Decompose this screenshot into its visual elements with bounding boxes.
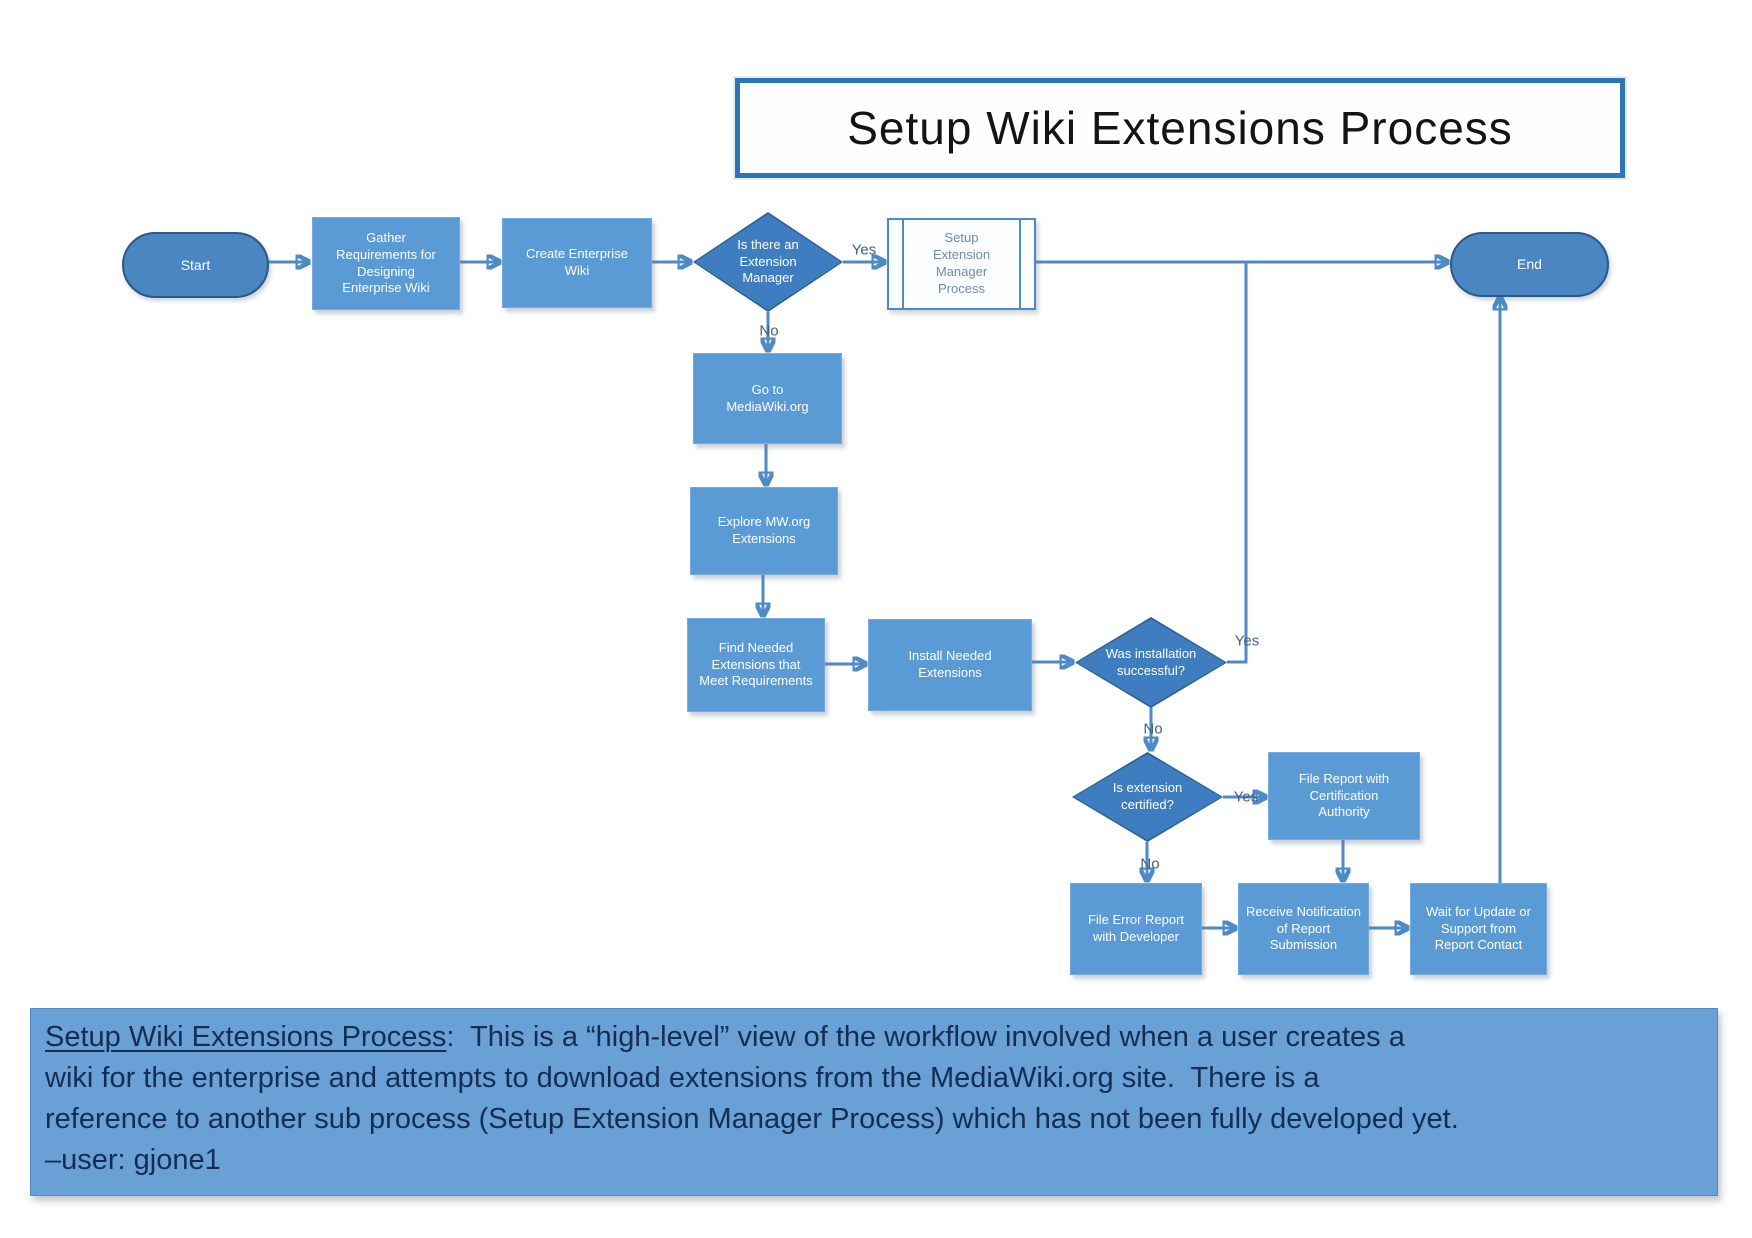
decision-extension-certified: Is extension certified? [1072,752,1223,842]
branch-label-yes-1: Yes [851,241,877,259]
subprocess-setup-extension-manager: Setup Extension Manager Process [887,218,1036,310]
caption-line-3: reference to another sub process (Setup … [45,1103,1459,1135]
branch-label-no-3: No [1140,855,1160,873]
process-goto-mediawiki: Go to MediaWiki.org [693,353,842,444]
process-create-enterprise-wiki: Create Enterprise Wiki [502,218,652,308]
connector-decision2-yes-to-endline [1227,262,1248,664]
end-terminator: End [1450,232,1609,297]
decision-extension-manager-label: Is there an Extension Manager [695,214,841,310]
process-gather-requirements: Gather Requirements for Designing Enterp… [312,217,460,310]
caption-line-1: Setup Wiki Extensions Process: This is a… [45,1017,1703,1058]
process-install-extensions: Install Needed Extensions [868,619,1032,711]
branch-label-yes-2: Yes [1234,632,1260,650]
caption-line-2: wiki for the enterprise and attempts to … [45,1062,1320,1094]
process-file-error-report: File Error Report with Developer [1070,883,1202,975]
decision-extension-manager: Is there an Extension Manager [693,212,843,312]
start-terminator: Start [122,232,269,298]
caption-line-1-rest: : This is a “high-level” view of the wor… [446,1021,1405,1053]
decision-installation-successful-label: Was installation successful? [1077,619,1225,706]
diagram-title: Setup Wiki Extensions Process [847,102,1513,154]
diagram-title-box: Setup Wiki Extensions Process [735,78,1625,178]
caption-line-4: –user: gjone1 [45,1144,221,1176]
process-wait-for-update: Wait for Update or Support from Report C… [1410,883,1547,975]
decision-installation-successful: Was installation successful? [1075,617,1227,708]
branch-label-no-1: No [759,322,779,340]
process-receive-notification: Receive Notification of Report Submissio… [1238,883,1369,975]
branch-label-no-2: No [1143,720,1163,738]
process-explore-extensions: Explore MW.org Extensions [690,487,838,575]
branch-label-yes-3: Yes [1233,788,1259,806]
caption-title: Setup Wiki Extensions Process [45,1021,447,1053]
decision-extension-certified-label: Is extension certified? [1074,754,1221,840]
process-find-extensions: Find Needed Extensions that Meet Require… [687,618,825,712]
caption-panel: Setup Wiki Extensions Process: This is a… [30,1008,1718,1196]
process-file-report-certification: File Report with Certification Authority [1268,752,1420,840]
